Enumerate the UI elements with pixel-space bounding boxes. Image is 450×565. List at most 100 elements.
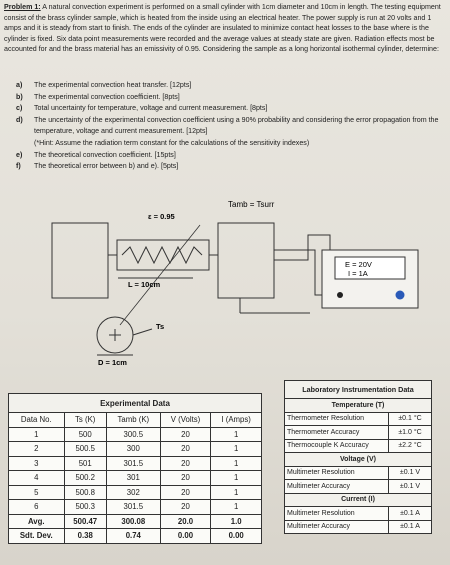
- question-item: c) Total uncertainty for temperature, vol…: [16, 103, 446, 115]
- emissivity-label: ε = 0.95: [148, 212, 175, 221]
- question-text: The theoretical error between b) and e).…: [34, 162, 179, 171]
- table-cell: 1.0: [210, 513, 262, 529]
- power-supply-display: [334, 256, 406, 280]
- wire: [274, 249, 325, 296]
- supply-voltage: E = 20V: [345, 260, 372, 269]
- question-text: The uncertainty of the experimental conv…: [34, 115, 439, 136]
- supply-current: I = 1A: [348, 269, 368, 278]
- table-row: Multimeter Resolution±0.1 A: [284, 506, 432, 521]
- table-cell: ±0.1 V: [388, 479, 432, 494]
- question-item: e)The theoretical convection coefficient…: [16, 150, 446, 162]
- table-cell: 301.5: [105, 499, 161, 515]
- table-cell: ±0.1 A: [388, 506, 432, 521]
- table-cell: ±2.2 °C: [388, 438, 432, 453]
- emissivity-arrow: [119, 224, 201, 326]
- table-cell: 1: [210, 499, 262, 515]
- section-header: Voltage (V): [284, 452, 432, 467]
- table-cell: 3: [8, 455, 65, 471]
- table-cell: 1: [8, 426, 65, 442]
- table-cell: Multimeter Accuracy: [284, 519, 389, 534]
- right-support: [217, 222, 275, 299]
- table-cell: 5: [8, 484, 65, 500]
- table-cell: 1: [210, 441, 262, 457]
- table-cell: 1: [210, 455, 262, 471]
- problem-text: A natural convection experiment is perfo…: [4, 3, 441, 54]
- table-cell: 20: [159, 455, 212, 471]
- heater-coil: [121, 245, 203, 265]
- table-cell: 20: [159, 426, 212, 442]
- question-item: d) The uncertainty of the experimental co…: [16, 115, 446, 138]
- lab-instrumentation-table: Laboratory Instrumentation Data Temperat…: [284, 380, 432, 534]
- table-cell: 301.5: [105, 455, 161, 471]
- wire: [274, 234, 331, 261]
- column-header: Tamb (K): [105, 412, 161, 428]
- table-cell: 6: [8, 499, 65, 515]
- table-cell: 2: [8, 441, 65, 457]
- table-cell: ±0.1 °C: [388, 411, 432, 426]
- table-cell: 500.47: [63, 513, 107, 529]
- terminal-negative: [337, 292, 343, 298]
- hint-text: (*Hint: Assume the radiation term consta…: [34, 138, 310, 147]
- question-key: b): [16, 92, 23, 101]
- table-row: Multimeter Accuracy±0.1 A: [284, 519, 432, 534]
- table-cell: 20: [159, 470, 212, 486]
- column-header: Data No.: [8, 412, 65, 428]
- table-cell: 4: [8, 470, 65, 486]
- table-cell: 301: [105, 470, 161, 486]
- table-cell: 302: [105, 484, 161, 500]
- table-cell: 20.0: [159, 513, 212, 529]
- table-row: Thermocouple K Accuracy±2.2 °C: [284, 438, 432, 453]
- table-cell: 0.00: [159, 528, 212, 544]
- question-item: f) The theoretical error between b) and e…: [16, 161, 446, 173]
- question-key: c): [16, 104, 23, 113]
- tamb-label: Tamb = Tsurr: [228, 200, 275, 209]
- table-cell: 500: [63, 426, 107, 442]
- table-cell: Thermocouple K Accuracy: [284, 438, 389, 453]
- table-cell: ±1.0 °C: [388, 425, 432, 440]
- experimental-data-table: Experimental Data Data No. Ts (K) Tamb (…: [8, 393, 262, 544]
- table-cell: Multimeter Accuracy: [284, 479, 389, 494]
- table-cell: 300.5: [105, 426, 161, 442]
- table-cell: 20: [159, 499, 212, 515]
- question-key: d): [16, 115, 23, 124]
- table-cell: 300: [105, 441, 161, 457]
- question-item: a)The experimental convection heat trans…: [16, 80, 446, 92]
- table-cell: 1: [210, 426, 262, 442]
- section-header: Temperature (T): [284, 398, 432, 413]
- question-item: b)The experimental convection coefficien…: [16, 92, 446, 104]
- ts-pointer: [132, 328, 153, 336]
- table-row: Thermometer Resolution±0.1 °C: [284, 411, 432, 426]
- table-header-row: Data No. Ts (K) Tamb (K) V (Volts) I (Am…: [8, 412, 262, 428]
- table-cell: Multimeter Resolution: [284, 506, 389, 521]
- cylinder-sample: [116, 239, 210, 271]
- table-cell: 300.08: [105, 513, 161, 529]
- table-cell: 0.74: [105, 528, 161, 544]
- table-row: Thermometer Accuracy±1.0 °C: [284, 425, 432, 440]
- table-cell: ±0.1 V: [388, 465, 432, 480]
- column-header: Ts (K): [63, 412, 107, 428]
- problem-statement: Problem 1: A natural convection experime…: [4, 2, 444, 55]
- question-text: The theoretical convection coefficient. …: [34, 150, 176, 159]
- table-cell: Avg.: [8, 513, 65, 529]
- length-label: L = 10cm: [128, 280, 161, 289]
- table-cell: 0.00: [210, 528, 262, 544]
- table-cell: 1: [210, 484, 262, 500]
- table-cell: 20: [159, 441, 212, 457]
- question-key: f): [16, 162, 21, 171]
- table-cell: 501: [63, 455, 107, 471]
- ts-label: Ts: [156, 322, 164, 331]
- question-text: Total uncertainty for temperature, volta…: [34, 104, 268, 113]
- column-header: V (Volts): [159, 412, 212, 428]
- experiment-diagram: Tamb = Tsurr ε = 0.95 L = 10cm Ts D = 1c…: [51, 200, 419, 367]
- column-header: I (Amps): [210, 412, 262, 428]
- experimental-table-title: Experimental Data: [8, 393, 262, 413]
